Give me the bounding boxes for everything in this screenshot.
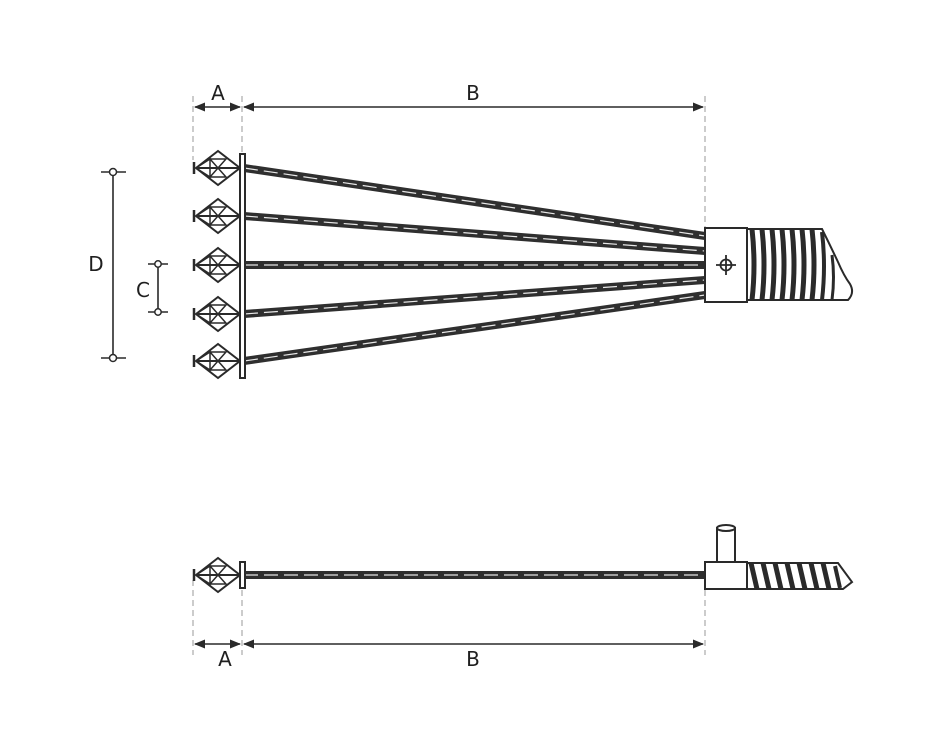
anchor-wedge-5 — [192, 342, 242, 380]
dimension-b-bottom: B — [242, 639, 705, 671]
side-clamp-block — [704, 524, 748, 590]
bearing-plate — [239, 153, 246, 379]
side-view: A B — [192, 524, 854, 671]
strand-1 — [243, 164, 706, 240]
strand-5 — [243, 291, 706, 365]
crosshair-center-mark-icon — [716, 255, 736, 275]
top-view: A B D C — [88, 81, 854, 380]
side-anchor-wedge — [192, 556, 242, 594]
dimension-label-a-bottom: A — [218, 647, 232, 671]
dimension-a-top: A — [193, 81, 242, 112]
helical-bundle-top — [746, 228, 854, 301]
helical-bundle-side — [746, 562, 854, 590]
dimension-d: D — [88, 167, 126, 363]
anchor-wedge-4 — [192, 295, 242, 333]
dimension-label-c: C — [136, 278, 150, 302]
anchor-wedge-1 — [192, 149, 242, 187]
dimension-b-top: B — [242, 81, 705, 112]
dimension-label-a-top: A — [211, 81, 225, 105]
anchor-wedge-3 — [192, 246, 242, 284]
dimension-a-bottom: A — [193, 639, 242, 671]
dimension-label-d: D — [88, 252, 103, 276]
side-bearing-plate — [239, 561, 246, 589]
strand-4 — [243, 276, 706, 318]
anchor-wedge-2 — [192, 197, 242, 235]
dimension-label-b-top: B — [466, 81, 480, 105]
clamp-block — [704, 227, 748, 303]
strand-2 — [243, 212, 706, 255]
dimension-label-b-bottom: B — [466, 647, 480, 671]
dimension-c: C — [136, 260, 168, 316]
